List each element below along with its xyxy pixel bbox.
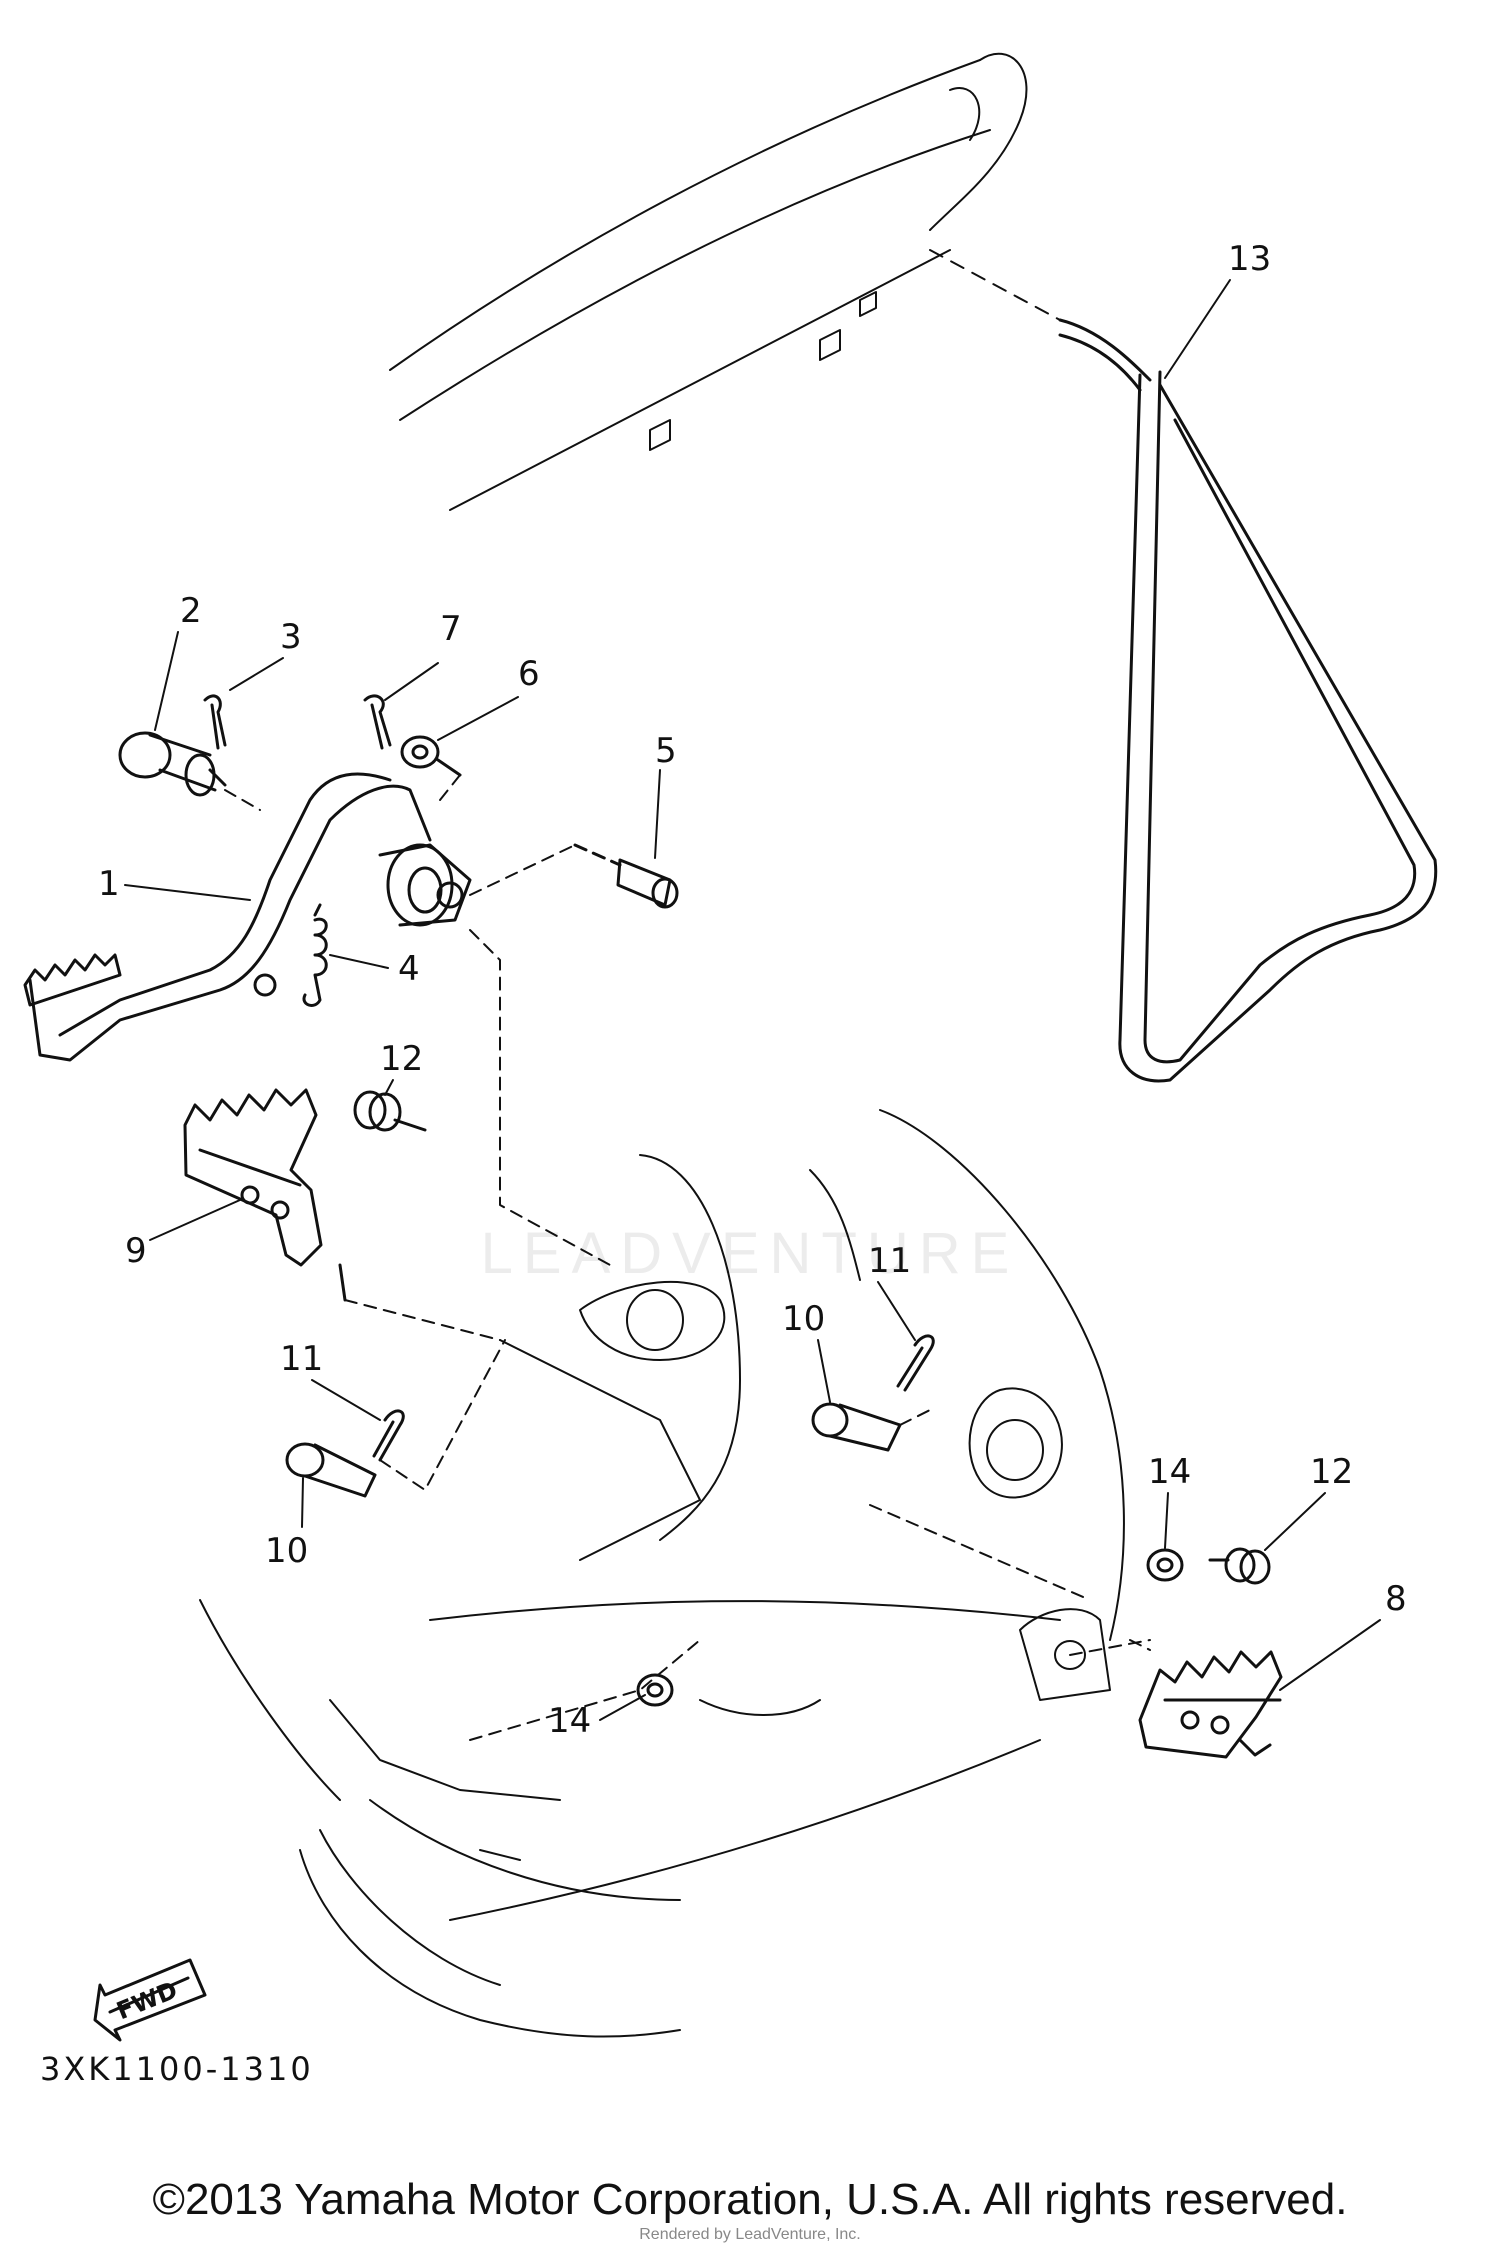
return-spring bbox=[302, 903, 328, 1007]
pin-10-right bbox=[811, 1402, 902, 1452]
callout-14-left: 14 bbox=[548, 1701, 591, 1741]
washer-6 bbox=[400, 735, 462, 777]
callout-leaders bbox=[124, 279, 1381, 1721]
spring-12-right bbox=[1208, 1547, 1271, 1585]
callout-7: 7 bbox=[440, 609, 462, 649]
callout-12-right: 12 bbox=[1310, 1452, 1353, 1492]
callout-3: 3 bbox=[280, 617, 302, 657]
brake-pedal bbox=[23, 772, 472, 1062]
callout-14-right: 14 bbox=[1148, 1452, 1191, 1492]
callout-8: 8 bbox=[1385, 1579, 1407, 1619]
spring-12-left bbox=[353, 1090, 427, 1132]
callout-10-left: 10 bbox=[265, 1531, 308, 1571]
callout-9: 9 bbox=[125, 1231, 147, 1271]
washer-14-right bbox=[1146, 1548, 1184, 1582]
lower-frame-tubes bbox=[199, 1599, 681, 2038]
leadventure-watermark: LEADVENTURE bbox=[480, 1221, 1020, 1286]
washer-14-left bbox=[636, 1673, 674, 1707]
pivot-bolt bbox=[573, 843, 679, 909]
callout-13: 13 bbox=[1228, 239, 1271, 279]
callout-6: 6 bbox=[518, 654, 540, 694]
callout-11-left: 11 bbox=[280, 1339, 323, 1379]
cotter-pin-3 bbox=[203, 694, 227, 750]
footrest-left bbox=[183, 1088, 347, 1302]
side-stand bbox=[1058, 318, 1438, 1083]
cotter-pin-11-right bbox=[896, 1334, 935, 1392]
fwd-arrow-icon bbox=[93, 1958, 207, 2042]
assembly-lines-footrest bbox=[344, 1299, 1151, 1656]
footrest-right bbox=[1138, 1650, 1283, 1759]
assembly-lines-pedal bbox=[224, 774, 611, 1266]
copyright-notice: ©2013 Yamaha Motor Corporation, U.S.A. A… bbox=[152, 2175, 1348, 2224]
cotter-pin-11-left bbox=[372, 1409, 405, 1462]
pin-10-left bbox=[285, 1442, 377, 1498]
callout-11-right: 11 bbox=[868, 1241, 911, 1281]
callout-5: 5 bbox=[655, 731, 677, 771]
pedal-pin bbox=[118, 731, 227, 797]
diagram-code: 3XK1100-1310 bbox=[40, 2050, 314, 2088]
cotter-pin-7 bbox=[363, 694, 392, 750]
callout-1: 1 bbox=[98, 864, 120, 904]
swingarm-outline bbox=[389, 52, 1061, 511]
callout-labels: 2 3 7 6 5 1 4 12 13 9 11 10 11 10 14 12 … bbox=[98, 239, 1407, 1741]
rendered-by-notice: Rendered by LeadVenture, Inc. bbox=[639, 2226, 861, 2243]
callout-4: 4 bbox=[398, 949, 420, 989]
callout-2: 2 bbox=[180, 591, 202, 631]
callout-10-right: 10 bbox=[782, 1299, 825, 1339]
frame-bracket bbox=[329, 1109, 1125, 1921]
callout-12-left: 12 bbox=[380, 1039, 423, 1079]
